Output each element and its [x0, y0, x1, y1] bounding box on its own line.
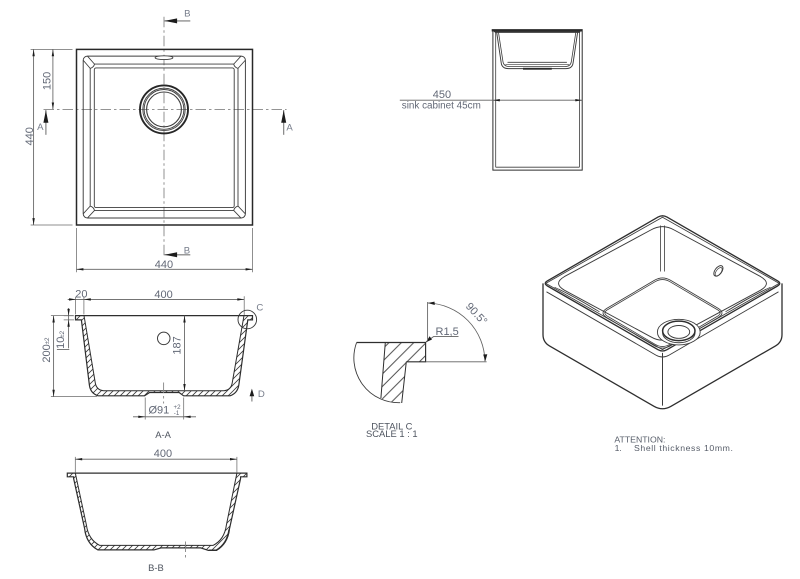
svg-text:Shell thickness 10mm.: Shell thickness 10mm.: [634, 443, 734, 453]
svg-text:-1: -1: [174, 410, 180, 417]
svg-text:440: 440: [155, 259, 173, 271]
svg-text:1.: 1.: [615, 443, 622, 453]
svg-text:Ø91: Ø91: [149, 404, 170, 416]
svg-text:B: B: [184, 246, 190, 257]
svg-text:187: 187: [171, 336, 183, 354]
svg-text:400: 400: [154, 289, 172, 301]
svg-text:B: B: [184, 8, 190, 19]
svg-text:SCALE 1 : 1: SCALE 1 : 1: [366, 428, 418, 439]
svg-text:A: A: [37, 122, 44, 133]
svg-text:400: 400: [154, 448, 172, 460]
svg-text:C: C: [256, 303, 263, 314]
svg-text:+2: +2: [174, 404, 182, 411]
svg-text:10: 10: [55, 337, 67, 349]
svg-text:450: 450: [433, 89, 451, 101]
svg-text:A-A: A-A: [155, 429, 171, 440]
svg-text:ATTENTION:: ATTENTION:: [614, 434, 665, 444]
svg-text:B-B: B-B: [148, 562, 164, 573]
svg-text:200: 200: [41, 344, 53, 362]
svg-text:±2: ±2: [59, 330, 66, 337]
svg-text:150: 150: [41, 72, 53, 90]
svg-text:D: D: [258, 389, 265, 400]
svg-text:440: 440: [24, 127, 36, 145]
svg-text:A: A: [286, 123, 293, 134]
svg-text:sink cabinet 45cm: sink cabinet 45cm: [402, 101, 481, 112]
svg-text:20: 20: [75, 288, 87, 300]
svg-text:DETAIL C: DETAIL C: [371, 420, 412, 431]
svg-text:±2: ±2: [44, 337, 51, 344]
svg-text:R1,5: R1,5: [436, 326, 459, 338]
